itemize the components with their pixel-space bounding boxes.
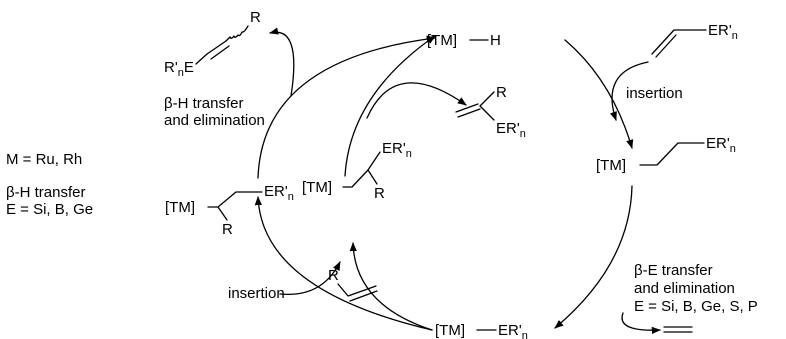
beta-h-elim-line2: and elimination — [164, 112, 265, 129]
tm-left-r-bond — [217, 206, 228, 221]
alkene-double-bond — [349, 290, 378, 302]
cycle-arrow-inner-up — [344, 35, 436, 177]
vinyl-er-skeleton — [651, 29, 707, 55]
e-def-left: E = Si, B, Ge — [6, 201, 93, 218]
top-mid-er-label: ER'n — [496, 120, 526, 140]
tm-inner-r-bond — [367, 169, 378, 185]
cycle-arrow-top-right — [564, 39, 634, 149]
tm-right-er-label: ER'n — [706, 135, 736, 155]
insertion-left-label: insertion — [228, 285, 285, 302]
cycle-arrow-outer-up — [257, 35, 436, 179]
cycle-arrow-bottom-right — [554, 185, 633, 329]
m-definition: M = Ru, Rh — [6, 151, 82, 168]
tm-bottom-label: [TM] — [435, 322, 465, 339]
tm-inner-chain — [342, 151, 381, 188]
alkene-r-label: R — [328, 267, 339, 284]
reagent-arrow-alkene-in — [279, 261, 341, 296]
tm-right-chain — [639, 142, 705, 166]
top-left-product-er-label: R'nE — [164, 59, 194, 79]
top-mid-double-1 — [455, 103, 479, 113]
tm-left-chain — [207, 191, 263, 208]
tm-bottom-er-label: ER'n — [498, 322, 528, 339]
tm-h-hydrogen: H — [490, 32, 501, 49]
tm-inner-er-label: ER'n — [382, 140, 412, 160]
top-mid-double-2 — [457, 108, 481, 118]
branch-arrow-to-top-mid-product — [366, 82, 467, 119]
tm-left-er-label: ER'n — [264, 183, 294, 203]
tm-right-label: [TM] — [596, 157, 626, 174]
e-def-right: E = Si, B, Ge, S, P — [634, 298, 758, 315]
beta-e-line1: β-E transfer — [634, 262, 713, 279]
branch-arrow-to-top-left-product — [269, 27, 295, 97]
beta-e-line2: and elimination — [634, 280, 735, 297]
tm-inner-label: [TM] — [302, 179, 332, 196]
tm-left-label: [TM] — [165, 199, 195, 216]
tm-left-r-label: R — [222, 221, 233, 238]
top-left-product-double-2 — [210, 45, 230, 60]
insertion-right-label: insertion — [626, 85, 683, 102]
cycle-arrow-inner-down — [349, 242, 433, 331]
reagent-arrow-vinyl-in — [609, 61, 649, 121]
tm-h-label: [TM] — [427, 32, 457, 49]
alkene-skeleton — [337, 283, 377, 297]
top-left-product-wavy-bond — [225, 25, 249, 42]
top-mid-r-bond — [479, 91, 495, 107]
vinyl-er-label: ER'n — [708, 22, 738, 42]
top-left-product-double-1 — [206, 40, 227, 55]
tm-inner-r-label: R — [374, 185, 385, 202]
beta-h-elim-line1: β-H transfer — [164, 95, 243, 112]
top-mid-er-bond — [479, 105, 495, 121]
beta-h-transfer-label: β-H transfer — [6, 184, 85, 201]
top-left-product-r: R — [250, 9, 261, 26]
top-left-product-ce-bond — [195, 53, 208, 65]
reagent-arrow-ethylene-out — [621, 312, 661, 335]
cycle-arrow-outer-down — [254, 196, 433, 331]
top-mid-r-label: R — [496, 84, 507, 101]
vinyl-er-double-bond — [655, 34, 677, 58]
